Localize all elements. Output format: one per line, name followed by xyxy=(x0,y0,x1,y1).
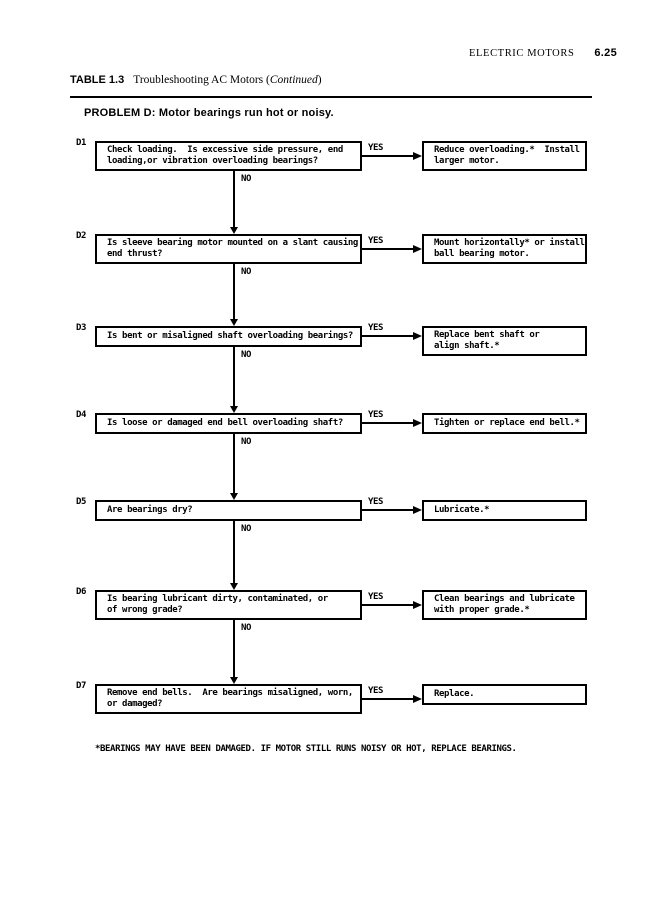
no-arrow-head-icon xyxy=(230,319,238,326)
question-text: Is sleeve bearing motor mounted on a sla… xyxy=(107,238,358,259)
no-arrow-head-icon xyxy=(230,583,238,590)
yes-label: YES xyxy=(368,236,384,246)
no-arrow-line xyxy=(233,521,235,583)
no-arrow-line xyxy=(233,171,235,227)
question-text: Is loose or damaged end bell overloading… xyxy=(107,418,343,428)
action-box: Clean bearings and lubricate with proper… xyxy=(422,590,587,620)
question-text: Is bent or misaligned shaft overloading … xyxy=(107,331,353,341)
action-text: Mount horizontally* or install ball bear… xyxy=(434,238,585,259)
yes-arrow-head-icon xyxy=(413,245,422,253)
question-text: Check loading. Is excessive side pressur… xyxy=(107,145,343,166)
table-caption-continued: Continued xyxy=(269,74,318,86)
no-label: NO xyxy=(241,437,252,447)
step-label: D6 xyxy=(76,587,87,597)
yes-label: YES xyxy=(368,497,384,507)
action-text: Replace. xyxy=(434,689,475,699)
no-label: NO xyxy=(241,267,252,277)
yes-arrow-head-icon xyxy=(413,601,422,609)
step-label: D2 xyxy=(76,231,87,241)
no-label: NO xyxy=(241,623,252,633)
yes-label: YES xyxy=(368,592,384,602)
question-text: Remove end bells. Are bearings misaligne… xyxy=(107,688,353,709)
no-label: NO xyxy=(241,174,252,184)
table-caption-label: TABLE 1.3 xyxy=(70,74,125,86)
table-caption-paren: ) xyxy=(317,74,322,86)
action-box: Mount horizontally* or install ball bear… xyxy=(422,234,587,264)
caption-rule xyxy=(70,96,592,98)
no-label: NO xyxy=(241,524,252,534)
page-header: ELECTRIC MOTORS 6.25 xyxy=(70,47,617,59)
no-arrow-line xyxy=(233,264,235,319)
question-box: Is bearing lubricant dirty, contaminated… xyxy=(95,590,362,620)
yes-arrow-line xyxy=(362,155,414,157)
table-caption: TABLE 1.3 Troubleshooting AC Motors (Cont… xyxy=(70,74,610,86)
yes-label: YES xyxy=(368,143,384,153)
step-label: D4 xyxy=(76,410,87,420)
question-box: Remove end bells. Are bearings misaligne… xyxy=(95,684,362,714)
step-label: D7 xyxy=(76,681,87,691)
yes-label: YES xyxy=(368,686,384,696)
no-arrow-line xyxy=(233,620,235,677)
yes-arrow-head-icon xyxy=(413,419,422,427)
question-box: Check loading. Is excessive side pressur… xyxy=(95,141,362,171)
no-arrow-line xyxy=(233,347,235,406)
step-label: D3 xyxy=(76,323,87,333)
yes-arrow-head-icon xyxy=(413,152,422,160)
action-text: Lubricate.* xyxy=(434,505,490,515)
yes-arrow-head-icon xyxy=(413,332,422,340)
action-text: Tighten or replace end bell.* xyxy=(434,418,580,428)
yes-arrow-line xyxy=(362,248,414,250)
no-arrow-head-icon xyxy=(230,493,238,500)
question-box: Is loose or damaged end bell overloading… xyxy=(95,413,362,434)
action-text: Reduce overloading.* Install larger moto… xyxy=(434,145,580,166)
step-label: D1 xyxy=(76,138,87,148)
running-title: ELECTRIC MOTORS xyxy=(469,48,575,59)
no-label: NO xyxy=(241,350,252,360)
no-arrow-head-icon xyxy=(230,677,238,684)
yes-arrow-line xyxy=(362,698,414,700)
question-box: Are bearings dry? xyxy=(95,500,362,521)
yes-arrow-line xyxy=(362,335,414,337)
no-arrow-line xyxy=(233,434,235,493)
action-box: Tighten or replace end bell.* xyxy=(422,413,587,434)
yes-arrow-head-icon xyxy=(413,506,422,514)
no-arrow-head-icon xyxy=(230,227,238,234)
page-number: 6.25 xyxy=(594,47,617,59)
yes-arrow-line xyxy=(362,422,414,424)
yes-arrow-line xyxy=(362,604,414,606)
question-text: Is bearing lubricant dirty, contaminated… xyxy=(107,594,328,615)
action-text: Replace bent shaft or align shaft.* xyxy=(434,330,540,351)
step-label: D5 xyxy=(76,497,87,507)
yes-arrow-head-icon xyxy=(413,695,422,703)
table-caption-title: Troubleshooting AC Motors ( xyxy=(133,74,270,86)
question-text: Are bearings dry? xyxy=(107,505,193,515)
yes-label: YES xyxy=(368,323,384,333)
action-box: Reduce overloading.* Install larger moto… xyxy=(422,141,587,171)
no-arrow-head-icon xyxy=(230,406,238,413)
action-box: Replace bent shaft or align shaft.* xyxy=(422,326,587,356)
question-box: Is sleeve bearing motor mounted on a sla… xyxy=(95,234,362,264)
action-text: Clean bearings and lubricate with proper… xyxy=(434,594,575,615)
action-box: Replace. xyxy=(422,684,587,705)
action-box: Lubricate.* xyxy=(422,500,587,521)
question-box: Is bent or misaligned shaft overloading … xyxy=(95,326,362,347)
yes-arrow-line xyxy=(362,509,414,511)
yes-label: YES xyxy=(368,410,384,420)
footnote: *BEARINGS MAY HAVE BEEN DAMAGED. IF MOTO… xyxy=(95,744,517,754)
problem-heading: PROBLEM D: Motor bearings run hot or noi… xyxy=(84,107,334,119)
